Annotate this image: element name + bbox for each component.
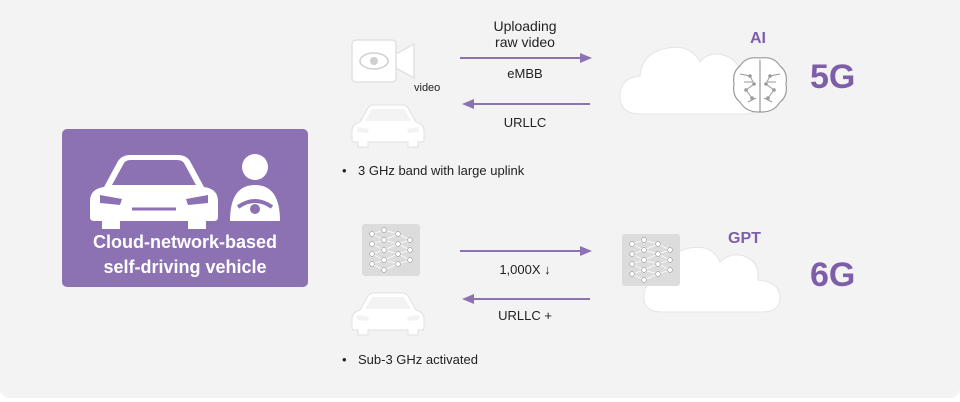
downlink-arrow-6g	[462, 294, 590, 304]
generation-6g: 6G	[810, 256, 856, 294]
car-icon	[90, 155, 218, 229]
video-label: video	[414, 82, 441, 94]
note-5g: 3 GHz band with large uplink	[342, 163, 524, 178]
urllc-label: URLLC	[503, 115, 547, 130]
urllc-plus-label: URLLC +	[498, 308, 552, 323]
upload-label-line1: Uploading	[493, 18, 557, 34]
car-icon-6g	[351, 292, 425, 336]
bandwidth-label: 1,000X ↓	[499, 262, 551, 277]
note-6g: Sub-3 GHz activated	[342, 352, 478, 367]
self-driving-vehicle-card: Cloud-network-based self-driving vehicle	[62, 129, 308, 287]
uplink-arrow-5g	[460, 53, 592, 63]
neural-network-icon-cloud	[622, 234, 680, 286]
uplink-arrow-6g	[460, 246, 592, 256]
car-icon-5g	[351, 104, 425, 148]
video-camera-icon	[351, 39, 415, 83]
embb-label: eMBB	[507, 66, 543, 81]
upload-label-line2: raw video	[495, 34, 555, 50]
gpt-label: GPT	[728, 230, 761, 247]
ai-label: AI	[750, 30, 766, 47]
card-title-line1: Cloud-network-based	[92, 232, 277, 252]
card-title-line2: self-driving vehicle	[103, 257, 267, 277]
neural-network-icon	[362, 224, 420, 276]
generation-5g: 5G	[810, 58, 856, 96]
downlink-arrow-5g	[462, 99, 590, 109]
driver-icon	[230, 154, 280, 221]
brain-icon	[733, 57, 787, 113]
